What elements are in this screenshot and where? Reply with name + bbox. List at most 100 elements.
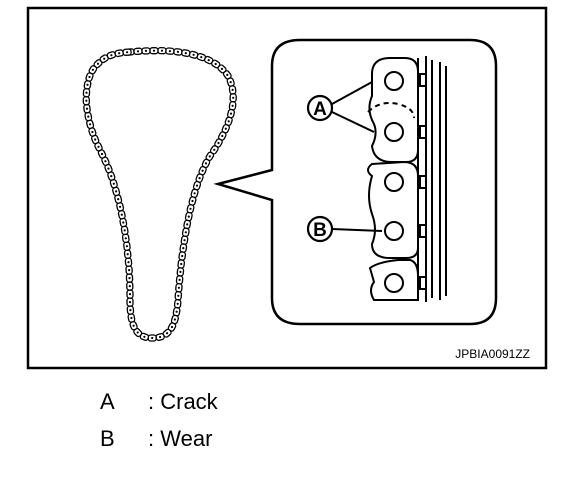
chain-pin (127, 261, 130, 264)
chain-pin (112, 182, 115, 185)
chain-pin (179, 270, 182, 273)
chain-pin (126, 51, 129, 54)
chain-pin (173, 318, 176, 321)
chain-pin (85, 91, 88, 94)
chain-pin (120, 213, 123, 216)
chain-pin (97, 145, 100, 148)
link-plate-b (367, 160, 419, 259)
chain-pin (182, 247, 185, 250)
figure-frame (26, 6, 548, 370)
chain-pin (107, 167, 110, 170)
chain-pin (119, 205, 122, 208)
pin-hole (384, 221, 404, 241)
chain-pin (110, 175, 113, 178)
chain-pin (166, 332, 169, 335)
chain-pin (177, 294, 180, 297)
chain-pin (144, 49, 148, 53)
chain-pin (89, 123, 92, 126)
chain-pin (128, 285, 131, 288)
chain-pin (184, 52, 187, 55)
chain-pin (183, 239, 186, 242)
chain-detail (367, 56, 447, 302)
chain-pin (128, 277, 131, 280)
chain-pin (96, 62, 100, 65)
legend-key: B (100, 426, 115, 451)
chain-pin (103, 57, 106, 60)
chain-pin (128, 269, 131, 272)
chain-pin (87, 115, 90, 118)
chain-pin (195, 184, 199, 187)
callout-a-label: A (313, 99, 327, 120)
chain-pin (181, 254, 184, 258)
chain-pin (191, 199, 194, 203)
chain-pin (124, 237, 127, 240)
chain-pin (198, 177, 201, 180)
chain-pin (176, 50, 179, 54)
chain-pin (204, 162, 208, 165)
chain-pin (91, 68, 94, 71)
chain-pin (226, 73, 229, 76)
chain-pin (128, 301, 132, 304)
chain-pin (189, 207, 192, 210)
callout-b-label: B (313, 220, 327, 241)
chain-pin (122, 221, 125, 224)
chain-pin (186, 223, 189, 226)
chain-pin (227, 120, 230, 123)
chain-pin (159, 335, 162, 339)
callout-b: B (306, 215, 383, 243)
chain-pin (187, 215, 190, 218)
chain-pin (117, 198, 120, 201)
chain-pin (115, 190, 118, 193)
chain-pin (192, 53, 195, 56)
legend-description: : Wear (148, 426, 213, 451)
chain-pin (200, 56, 203, 59)
detail-callout-bubble (213, 38, 498, 326)
chain-pin (160, 49, 164, 52)
chain-pin (220, 67, 224, 70)
chain-pin (176, 302, 179, 305)
chain-pin (128, 293, 132, 296)
chain-pin (94, 138, 97, 141)
chain-pin (85, 107, 89, 110)
chain-pin (175, 310, 178, 313)
chain-pin (213, 148, 216, 151)
chain-pin (193, 192, 196, 195)
chain-pin (224, 127, 227, 130)
chain-pin (170, 325, 174, 329)
chain-pin (100, 152, 104, 156)
callout-a: A (306, 81, 375, 133)
chain-pin (118, 52, 121, 55)
chain-pin (229, 112, 233, 115)
chain-pin (152, 49, 156, 52)
chain-pin (110, 54, 113, 57)
chain-pin (136, 331, 139, 334)
chain-pin (232, 96, 235, 99)
chain-pin (217, 141, 220, 145)
chain-pin (136, 50, 140, 53)
chain-pin (123, 229, 126, 232)
chain-pin (151, 336, 154, 340)
pin-hole (384, 172, 404, 192)
chain-pin (208, 155, 211, 158)
chain-pin (178, 278, 181, 281)
chain-pin (88, 75, 91, 79)
chain-pin (207, 59, 210, 62)
figure-code: JPBIA0091ZZ (455, 347, 530, 361)
timing-chain-loop (82, 47, 237, 342)
pin-hole (384, 273, 404, 293)
chain-pin (201, 169, 204, 172)
legend-description: : Crack (148, 389, 218, 414)
legend-key: A (100, 389, 115, 414)
chain-pin (85, 99, 88, 102)
chain-pin (126, 253, 129, 256)
chain-pin (177, 286, 180, 289)
chain-pin (125, 245, 128, 248)
chain-pin (184, 231, 187, 234)
chain-pin (91, 130, 94, 134)
timing-chain-diagram: A B JPBIA0091ZZ (26, 6, 548, 370)
chain-pin (86, 83, 89, 86)
crack-dash (367, 102, 415, 119)
chain-pin (129, 309, 132, 312)
chain-pin (214, 62, 217, 66)
chain-pin (168, 50, 171, 53)
